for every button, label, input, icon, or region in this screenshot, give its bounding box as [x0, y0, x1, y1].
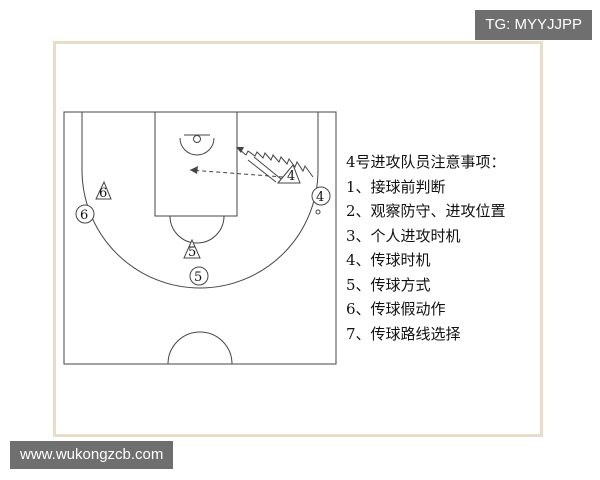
defender-4: 4 [276, 164, 301, 184]
paint-lane [154, 111, 238, 217]
offense-5-label: 5 [194, 270, 202, 285]
offense-6-label: 6 [80, 208, 88, 223]
defender-6-label: 6 [99, 186, 107, 201]
pass-arrowhead [190, 166, 198, 174]
watermark-badge-top: TG: MYYJJPP [475, 10, 592, 40]
screen-line-a [247, 159, 277, 183]
notes-item-5: 5、传球方式 [346, 275, 431, 294]
court-boundary [63, 111, 337, 365]
notes-item-1: 1、接球前判断 [346, 177, 446, 196]
diagram-frame [53, 41, 543, 437]
notes-panel: 4号进攻队员注意事项： 1、接球前判断 2、观察防守、进攻位置 3、个人进攻时机… [346, 150, 546, 346]
defender-6: 6 [95, 180, 112, 201]
screen-line-b [253, 156, 282, 180]
watermark-badge-bottom: www.wukongzcb.com [10, 441, 174, 469]
notes-item-4: 4、传球时机 [346, 251, 431, 269]
notes-item-3: 3、个人进攻时机 [346, 226, 461, 245]
defender-5: 5 [183, 238, 201, 260]
offense-5: 5 [189, 266, 209, 286]
offense-4: 4 [311, 186, 331, 215]
rim [193, 135, 201, 143]
defender-4-label: 4 [287, 169, 295, 184]
offense-4-label: 4 [316, 190, 324, 205]
restricted-arc [179, 137, 215, 156]
notes-title: 4号进攻队员注意事项： [346, 153, 506, 171]
center-circle-half [167, 331, 233, 365]
free-throw-arc [169, 215, 225, 244]
dribble-path [239, 149, 314, 178]
defender-5-label: 5 [188, 245, 196, 260]
dribble-arrowhead [236, 147, 244, 153]
offense-6: 6 [75, 204, 95, 224]
ball-icon [315, 209, 321, 215]
notes-item-7: 7、传球路线选择 [346, 324, 461, 343]
notes-item-2: 2、观察防守、进攻位置 [346, 202, 506, 220]
notes-item-6: 6、传球假动作 [346, 300, 446, 318]
